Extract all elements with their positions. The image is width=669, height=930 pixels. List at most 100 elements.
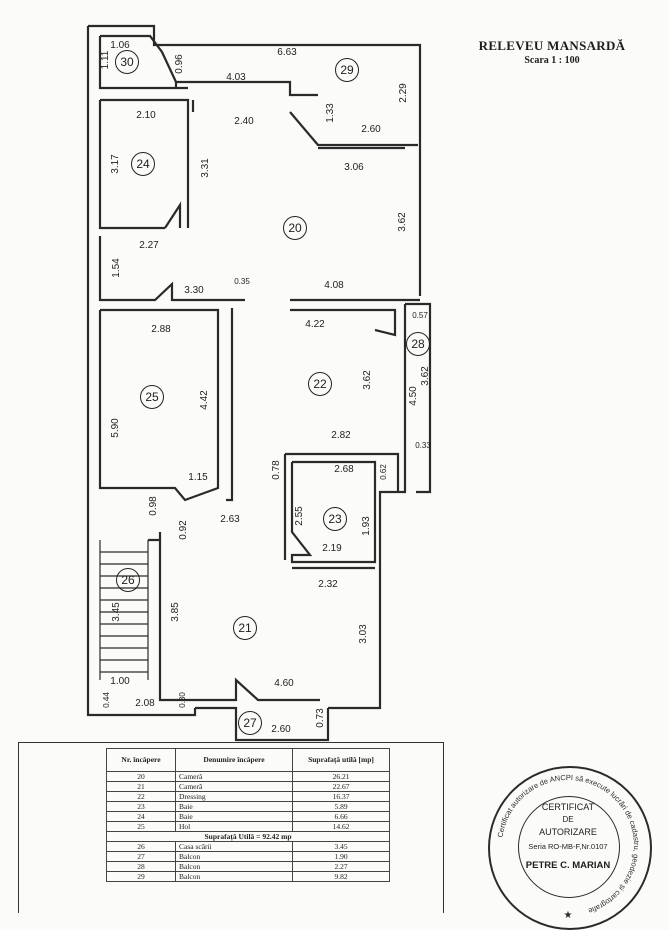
table-cell: 16.37 (292, 791, 390, 802)
dimension-label: 2.60 (361, 124, 381, 135)
dimension-label: 2.19 (322, 543, 342, 554)
wall-corr (98, 236, 245, 302)
table-row: 29 Balcon 9.82 (106, 871, 390, 882)
wall-room22b (285, 452, 400, 492)
table-row: 24 Baie 6.66 (106, 811, 390, 822)
dimension-label: 2.10 (136, 110, 156, 121)
dimension-label: 1.15 (188, 472, 208, 483)
dimension-label: 2.63 (220, 514, 240, 525)
wall-room30 (98, 36, 188, 90)
area-table: Nr. încăpere Denumire încăpere Suprafață… (106, 748, 390, 882)
room-number-27: 27 (238, 711, 262, 735)
dimension-label: 4.08 (324, 280, 344, 291)
table-cell: 23 (106, 801, 176, 812)
table-row: 26 Casa scării 3.45 (106, 841, 390, 852)
table-cell: Balcon (175, 851, 293, 862)
dimension-label: 0.30 (178, 692, 187, 708)
dimension-label: 1.11 (100, 50, 111, 70)
room-number-21: 21 (233, 616, 257, 640)
dimension-label: 2.40 (234, 116, 254, 127)
dimension-label: 3.06 (344, 162, 364, 173)
table-cell: 29 (106, 871, 176, 882)
star-icon: ★ (564, 910, 573, 921)
stamp-ring-text: Certificat autorizare de ANCPI să execut… (496, 773, 641, 921)
stairs-26 (99, 540, 149, 680)
room-number-26: 26 (116, 568, 140, 592)
dimension-label: 4.60 (274, 678, 294, 689)
dimension-label: 0.78 (271, 460, 282, 480)
wall-room25 (98, 308, 220, 502)
room-number-24: 24 (131, 152, 155, 176)
dimension-label: 2.27 (139, 240, 159, 251)
room-number-25: 25 (140, 385, 164, 409)
stamp-line-1: CERTIFICAT (541, 802, 595, 812)
dimension-label: 2.32 (318, 579, 338, 590)
wall-room24 (100, 98, 190, 228)
dimension-label: 2.55 (294, 506, 305, 526)
door-24 (164, 201, 182, 229)
room-number-22: 22 (308, 372, 332, 396)
stamp-line-3: AUTORIZARE (539, 827, 597, 837)
wall-room22 (290, 308, 397, 337)
dimension-label: 2.60 (271, 724, 291, 735)
dimension-label: 1.06 (110, 40, 130, 51)
wall-balcony27 (195, 706, 330, 742)
dimension-label: 4.22 (305, 319, 325, 330)
outer-wall-top (88, 24, 422, 140)
dimension-label: 2.82 (331, 430, 351, 441)
dimension-label: 3.30 (184, 285, 204, 296)
dimension-label: 3.85 (170, 602, 181, 622)
dimension-label: 3.17 (110, 154, 121, 174)
table-cell: Balcon (175, 871, 293, 882)
table-header: Denumire încăpere (175, 748, 293, 772)
dimension-label: 0.92 (178, 520, 189, 540)
wall-hol (226, 308, 234, 502)
table-cell: 9.82 (292, 871, 390, 882)
table-cell: Baie (175, 811, 293, 822)
stamp-inner-ring (518, 796, 620, 898)
dimension-label: 0.33 (415, 441, 431, 450)
stamp-line-2: DE (562, 815, 574, 824)
table-row: 25 Hol 14.62 (106, 821, 390, 832)
dimension-label: 1.54 (111, 258, 122, 278)
wall-balcony29 (174, 80, 318, 97)
table-cell: 28 (106, 861, 176, 872)
room-number-29: 29 (335, 58, 359, 82)
table-cell: Cameră (175, 771, 293, 782)
table-cell: 25 (106, 821, 176, 832)
dimension-label: 0.62 (379, 464, 388, 480)
dimension-label: 2.29 (398, 83, 409, 103)
stamp-series: Seria RO-MB-F,Nr.0107 (528, 842, 608, 851)
table-row: 23 Baie 5.89 (106, 801, 390, 812)
total-area: Suprafață Utilă = 92.42 mp (106, 831, 390, 842)
stamp-name: PETRE C. MARIAN (525, 860, 611, 871)
dimension-label: 0.96 (174, 54, 185, 74)
table-cell: Balcon (175, 861, 293, 872)
plan-walls (86, 24, 432, 742)
wall-room24b (98, 100, 165, 230)
table-cell: 27 (106, 851, 176, 862)
table-row: 28 Balcon 2.27 (106, 861, 390, 872)
outer-wall (86, 26, 197, 717)
table-row: 20 Cameră 26.21 (106, 771, 390, 782)
dimension-label: 6.63 (277, 47, 297, 58)
room-number-23: 23 (323, 507, 347, 531)
room-number-20: 20 (283, 216, 307, 240)
table-row: 22 Dressing 16.37 (106, 791, 390, 802)
dimension-label: 3.62 (397, 212, 408, 232)
dimension-label: 2.88 (151, 324, 171, 335)
table-cell: 22 (106, 791, 176, 802)
table-row: 21 Cameră 22.67 (106, 781, 390, 792)
wall-balcony28 (405, 302, 432, 494)
table-total-row: Suprafață Utilă = 92.42 mp (106, 831, 390, 842)
dimension-label: 3.03 (358, 624, 369, 644)
table-row: 27 Balcon 1.90 (106, 851, 390, 862)
dimension-label: 3.62 (362, 370, 373, 390)
outer-wall-right-lower (328, 304, 407, 710)
dimension-label: 2.08 (135, 698, 155, 709)
dimension-label: 5.90 (110, 418, 121, 438)
table-cell: Casa scării (175, 841, 293, 852)
dimension-label: 3.62 (420, 366, 431, 386)
dimension-label: 4.03 (226, 72, 246, 83)
wall-room30-inner (100, 34, 177, 83)
